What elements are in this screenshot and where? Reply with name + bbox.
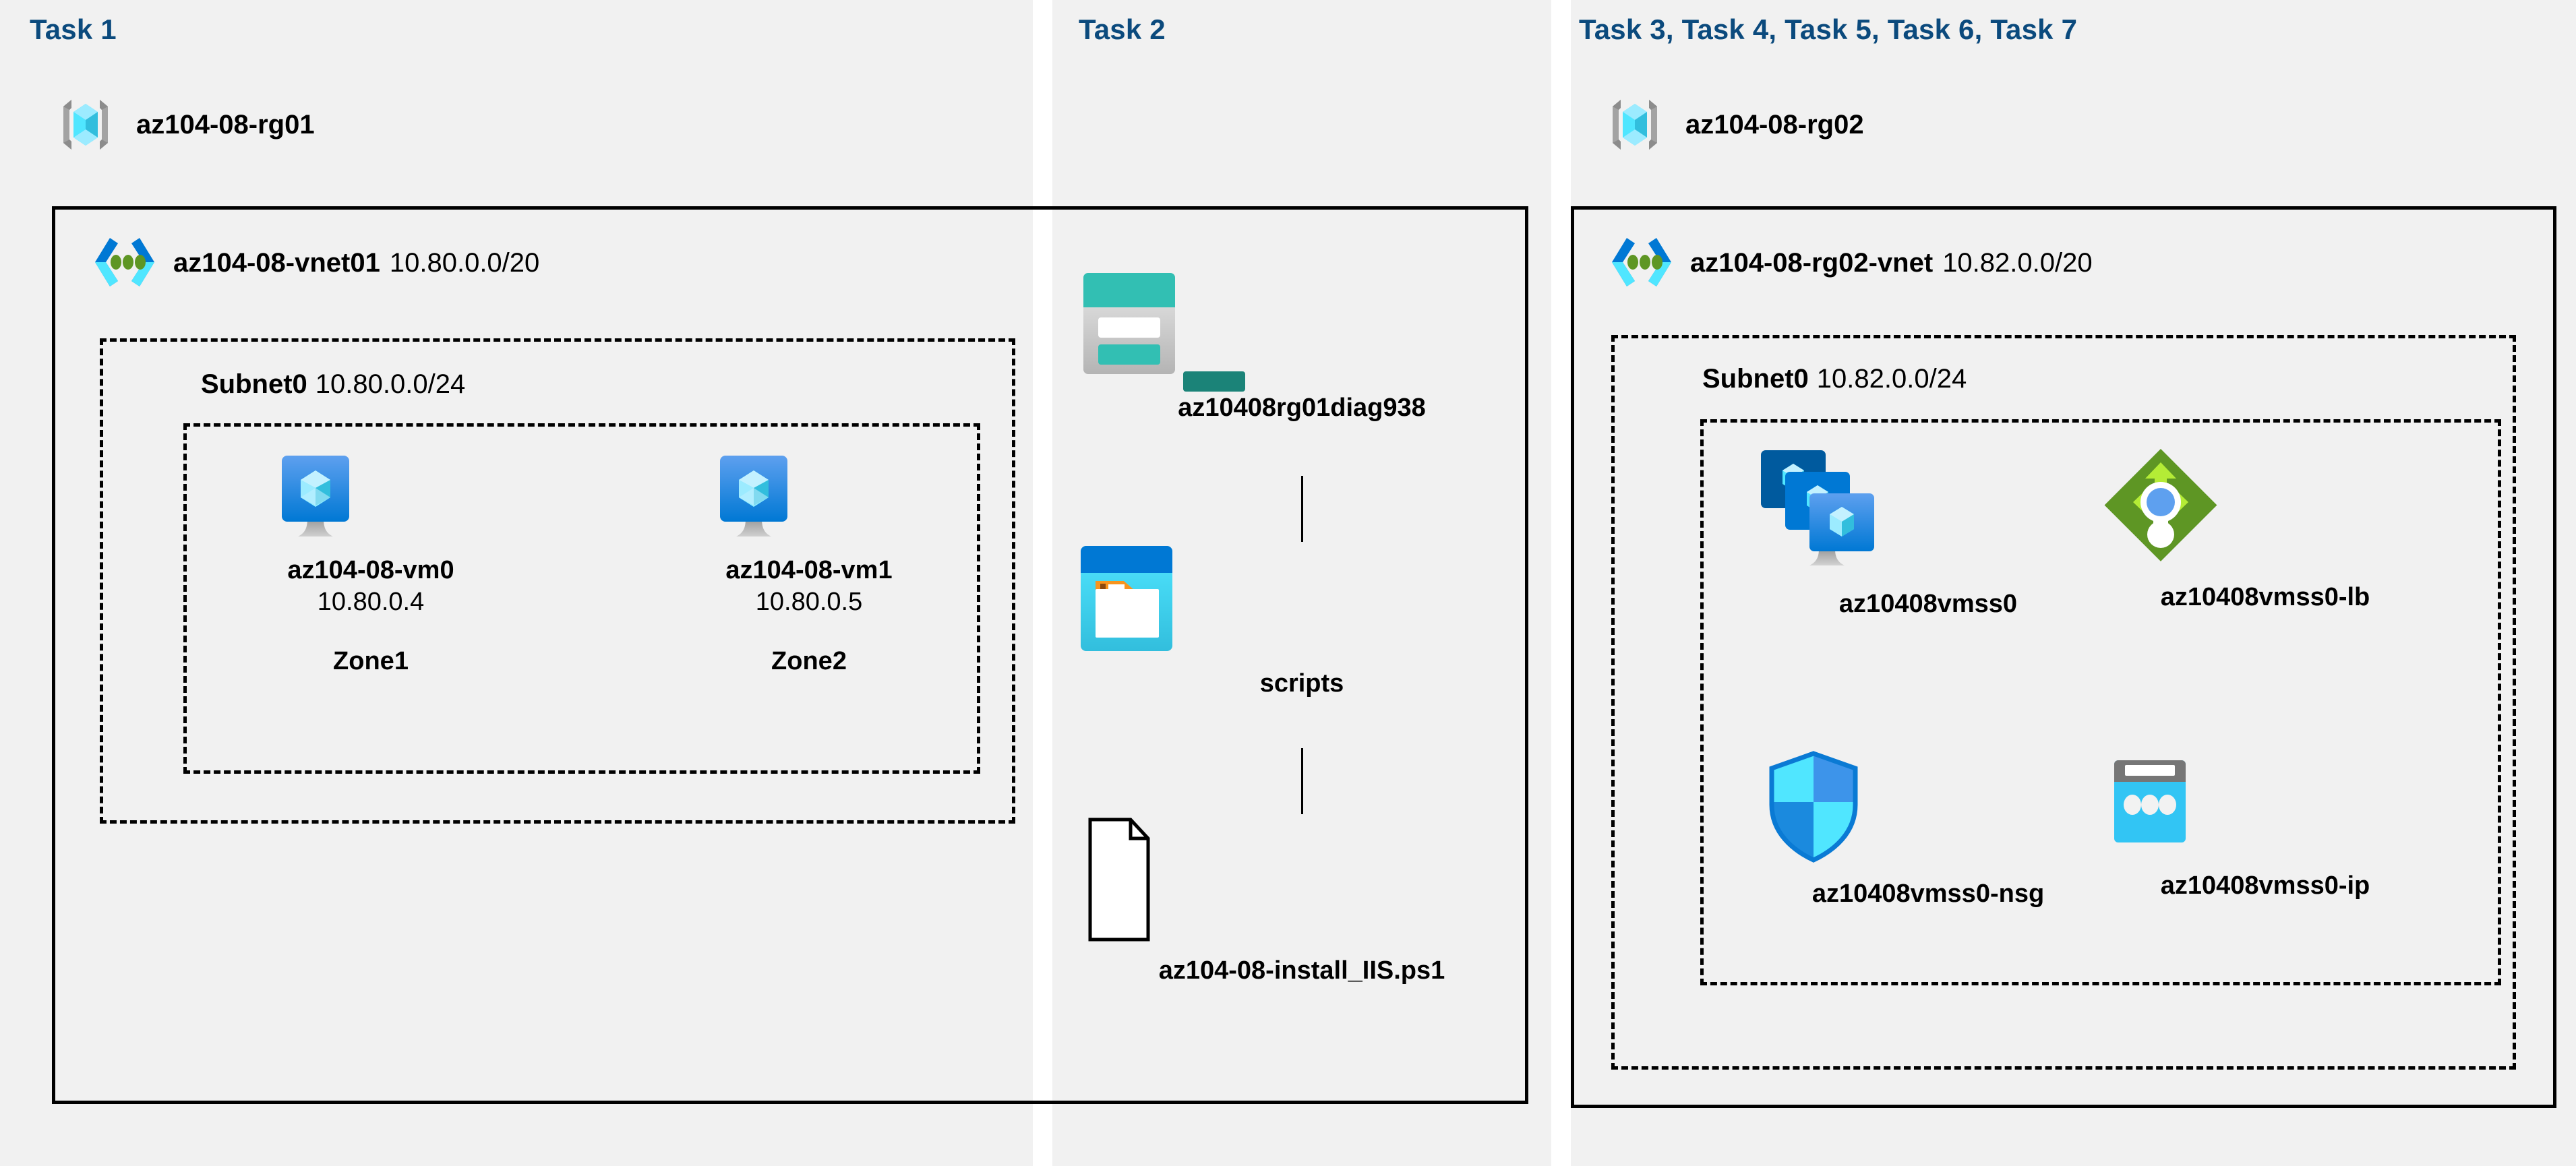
nsg-node[interactable]: az10408vmss0-nsg: [1760, 748, 2097, 909]
script-file-node[interactable]: az104-08-install_IIS.ps1: [1066, 816, 1538, 986]
vm1-name: az104-08-vm1: [725, 556, 893, 584]
vm0-name: az104-08-vm0: [287, 556, 454, 584]
task1-vnet-cidr: 10.80.0.0/20: [389, 247, 540, 278]
vm-scale-set-icon: [1760, 445, 2097, 580]
task3-vnet-name: az104-08-rg02-vnet: [1690, 247, 1934, 278]
task3-subnet-cidr: 10.82.0.0/24: [1816, 364, 1967, 394]
vnet-icon: [91, 233, 158, 293]
task1-vnet-header: az104-08-vnet01 10.80.0.0/20: [91, 233, 539, 293]
task1-vnet-box: [52, 206, 1528, 1104]
vmss-node[interactable]: az10408vmss0: [1760, 445, 2097, 619]
vm0-ip: 10.80.0.4: [317, 587, 425, 616]
task1-subnet-label: Subnet0 10.80.0.0/24: [201, 369, 465, 400]
script-file-name: az104-08-install_IIS.ps1: [1158, 956, 1445, 985]
virtual-machine-icon: [270, 453, 472, 547]
vnet-icon: [1608, 233, 1675, 293]
task3-vnet-header: az104-08-rg02-vnet 10.82.0.0/20: [1608, 233, 2093, 293]
task3-resource-group-header: az104-08-rg02: [1598, 88, 1864, 162]
storage-account-icon: [1066, 266, 1538, 381]
task3to7-panel: [1571, 0, 2576, 1166]
blob-container-node[interactable]: scripts: [1066, 541, 1538, 699]
task1-panel: [0, 0, 1033, 1166]
vm0-zone: Zone1: [333, 647, 409, 676]
task1-resource-group-name: az104-08-rg01: [136, 109, 315, 140]
storage-dark-bar: [1183, 371, 1245, 392]
task3to7-title: Task 3, Task 4, Task 5, Task 6, Task 7: [1579, 13, 2078, 45]
vm1-ip: 10.80.0.5: [755, 587, 863, 616]
script-file-icon: [1066, 816, 1538, 944]
vm1-zone: Zone2: [771, 647, 847, 676]
resource-group-icon: [49, 88, 123, 162]
task3-vnet-cidr: 10.82.0.0/20: [1942, 247, 2093, 278]
storage-account-name: az10408rg01diag938: [1178, 394, 1426, 422]
task3-subnet-box: [1611, 335, 2516, 1070]
task1-subnet-box: [100, 338, 1015, 824]
storage-account-node[interactable]: az10408rg01diag938: [1066, 266, 1538, 423]
blob-container-name: scripts: [1259, 669, 1344, 698]
public-ip-name: az10408vmss0-ip: [2160, 871, 2370, 900]
task3-subnet-name: Subnet0: [1702, 364, 1809, 394]
virtual-machine-icon: [708, 453, 910, 547]
connector-storage-to-scripts: [1301, 476, 1303, 542]
vm0-node[interactable]: az104-08-vm0 10.80.0.4 Zone1: [270, 453, 472, 676]
load-balancer-name: az10408vmss0-lb: [2160, 583, 2370, 611]
task1-subnet-cidr: 10.80.0.0/24: [315, 369, 466, 399]
vm1-node[interactable]: az104-08-vm1 10.80.0.5 Zone2: [708, 453, 910, 676]
load-balancer-node[interactable]: az10408vmss0-lb: [2097, 438, 2434, 613]
vmss-name: az10408vmss0: [1838, 590, 2018, 618]
task1-vnet-name: az104-08-vnet01: [173, 247, 380, 278]
task3-resources-box: [1700, 419, 2501, 985]
task1-title: Task 1: [30, 13, 117, 45]
public-ip-address-icon: [2097, 754, 2434, 861]
load-balancer-icon: [2097, 438, 2434, 573]
network-security-group-icon: [1760, 748, 2097, 869]
task1-resource-group-header: az104-08-rg01: [49, 88, 315, 162]
task3-resource-group-name: az104-08-rg02: [1685, 109, 1864, 140]
public-ip-node[interactable]: az10408vmss0-ip: [2097, 754, 2434, 901]
blob-container-icon: [1066, 541, 1538, 656]
task3-vnet-box: [1571, 206, 2556, 1108]
task2-title: Task 2: [1079, 13, 1166, 45]
task1-zones-box: [183, 423, 980, 774]
connector-scripts-to-file: [1301, 748, 1303, 814]
task1-subnet-name: Subnet0: [201, 369, 307, 399]
resource-group-icon: [1598, 88, 1672, 162]
nsg-name: az10408vmss0-nsg: [1811, 880, 2045, 908]
